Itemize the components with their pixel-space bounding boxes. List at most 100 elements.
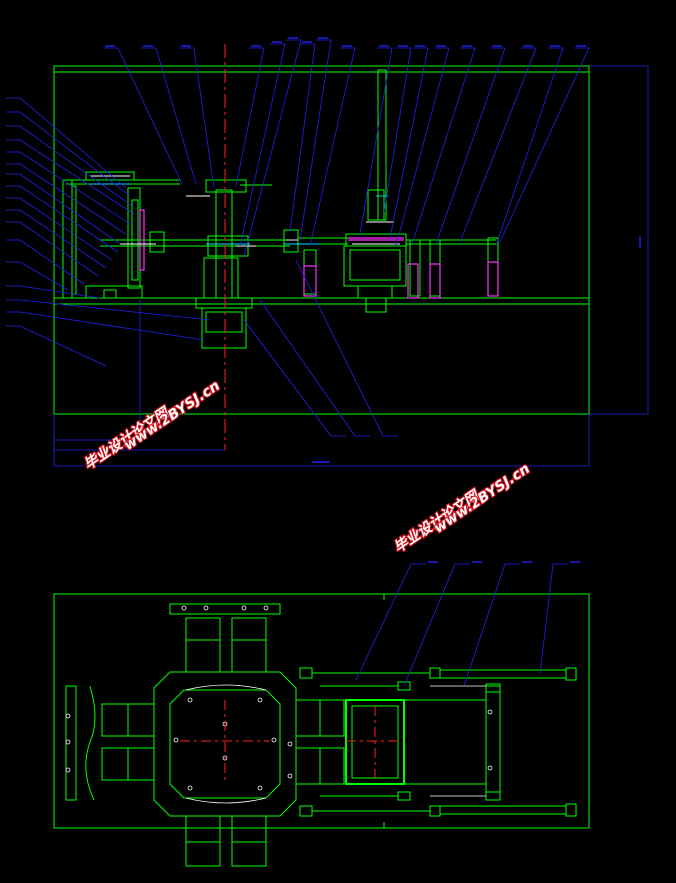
leader-left-1 (6, 97, 127, 189)
bolt-hole (487, 709, 493, 715)
motor-housing-inner (205, 311, 243, 333)
leader-tv-3 (463, 563, 520, 687)
front-view (53, 65, 590, 415)
watermark-2: 毕业设计论文网 www.2BYSJ.cn (390, 460, 534, 558)
leader-top-6 (243, 39, 302, 257)
leader-bottom-3 (295, 259, 398, 437)
magenta-post-1 (303, 265, 317, 297)
white-details (90, 175, 400, 247)
right-column-2 (367, 189, 385, 221)
motor-mount (195, 297, 253, 309)
leader-top-2 (141, 47, 197, 185)
leader-left-8 (6, 185, 119, 253)
turntable-inner (349, 249, 401, 281)
bolt-hole (187, 785, 193, 791)
front-balloon-marks (105, 37, 641, 463)
leader-top-16 (459, 47, 537, 243)
long-cylinder-1-cap (565, 667, 577, 681)
leader-bottom-2 (259, 299, 370, 437)
leader-tv-4 (539, 563, 568, 675)
leader-left-6 (6, 163, 127, 235)
leader-left-4 (6, 139, 135, 215)
leader-top-5 (239, 43, 286, 247)
bolt-hole (65, 713, 71, 719)
shaft-collar-left (149, 231, 165, 253)
platform-end-cap-top (485, 683, 501, 693)
leader-top-11 (383, 47, 412, 213)
long-cylinder-1 (439, 669, 567, 679)
central-lower-box (203, 257, 239, 299)
leader-top-14 (411, 47, 476, 245)
cylinder-2 (299, 805, 313, 817)
leader-top-12 (389, 47, 429, 239)
bolt-hole (187, 697, 193, 703)
leader-top-13 (395, 47, 450, 247)
bolt-hole (241, 605, 247, 611)
leader-left-14 (6, 285, 101, 299)
bolt-hole (257, 785, 263, 791)
left-end-plate (65, 685, 77, 801)
leader-top-17 (495, 47, 564, 247)
top-arm-left (185, 617, 221, 673)
top-view (53, 593, 590, 867)
leader-left-2 (6, 111, 131, 197)
leader-top-4 (235, 47, 265, 187)
magenta-left-part (139, 209, 145, 271)
leader-left-15 (6, 299, 211, 321)
right-column (377, 69, 387, 221)
coupling-right (283, 229, 299, 253)
cylinder-2-end (429, 805, 441, 817)
bolt-holes (65, 605, 493, 791)
turntable-foot (365, 297, 387, 313)
leader-left-10 (6, 209, 107, 269)
left-break-line (85, 685, 96, 801)
platform-outer (345, 699, 405, 785)
platform-end (485, 685, 501, 801)
leader-left-7 (6, 173, 121, 245)
leader-tv-1 (355, 563, 426, 681)
bolt-hole (287, 741, 293, 747)
long-cylinder-2-cap (565, 803, 577, 817)
bottom-arm-left (185, 815, 221, 867)
magenta-post-2 (407, 263, 419, 299)
leader-left-17 (6, 325, 107, 367)
watermark-1: 毕业设计论文网 www.2BYSJ.cn (80, 377, 224, 475)
leader-top-10 (359, 47, 393, 235)
leader-top-1 (103, 47, 183, 185)
bolt-hole (487, 765, 493, 771)
central-top-box (205, 179, 247, 193)
bottom-cut-arc (185, 797, 267, 804)
bolt-hole (65, 767, 71, 773)
bottom-arm-right (231, 815, 267, 867)
leader-left-13 (6, 261, 69, 291)
leader-left-16 (6, 311, 205, 341)
cyan-details (90, 183, 388, 245)
bolt-hole (271, 737, 277, 743)
bolt-hole (257, 697, 263, 703)
platform-end-cap-bottom (485, 791, 501, 801)
right-end-post (487, 237, 499, 297)
bolt-hole (181, 605, 187, 611)
dimension-bottom-2 (54, 300, 141, 441)
upper-slide (85, 171, 135, 181)
leader-left-3 (6, 125, 133, 207)
short-cylinder-2 (397, 791, 411, 801)
leader-left-9 (6, 197, 113, 261)
top-view-leaders (355, 563, 568, 687)
top-plate (169, 603, 281, 615)
leader-top-8 (299, 39, 332, 241)
left-foot (103, 289, 117, 299)
top-view-white (185, 684, 486, 804)
cylinder-1 (299, 667, 313, 679)
top-arm-right (231, 617, 267, 673)
leader-left-5 (6, 151, 131, 225)
right-post-2 (429, 239, 441, 297)
cylinder-1-end (429, 667, 441, 679)
leader-top-15 (435, 47, 506, 245)
magenta-parts (139, 209, 499, 299)
long-cylinder-2 (439, 805, 567, 815)
top-view-frame (53, 593, 590, 829)
leader-bottom-1 (243, 319, 346, 437)
leader-top-18 (499, 47, 590, 243)
magenta-post-3 (429, 263, 441, 299)
